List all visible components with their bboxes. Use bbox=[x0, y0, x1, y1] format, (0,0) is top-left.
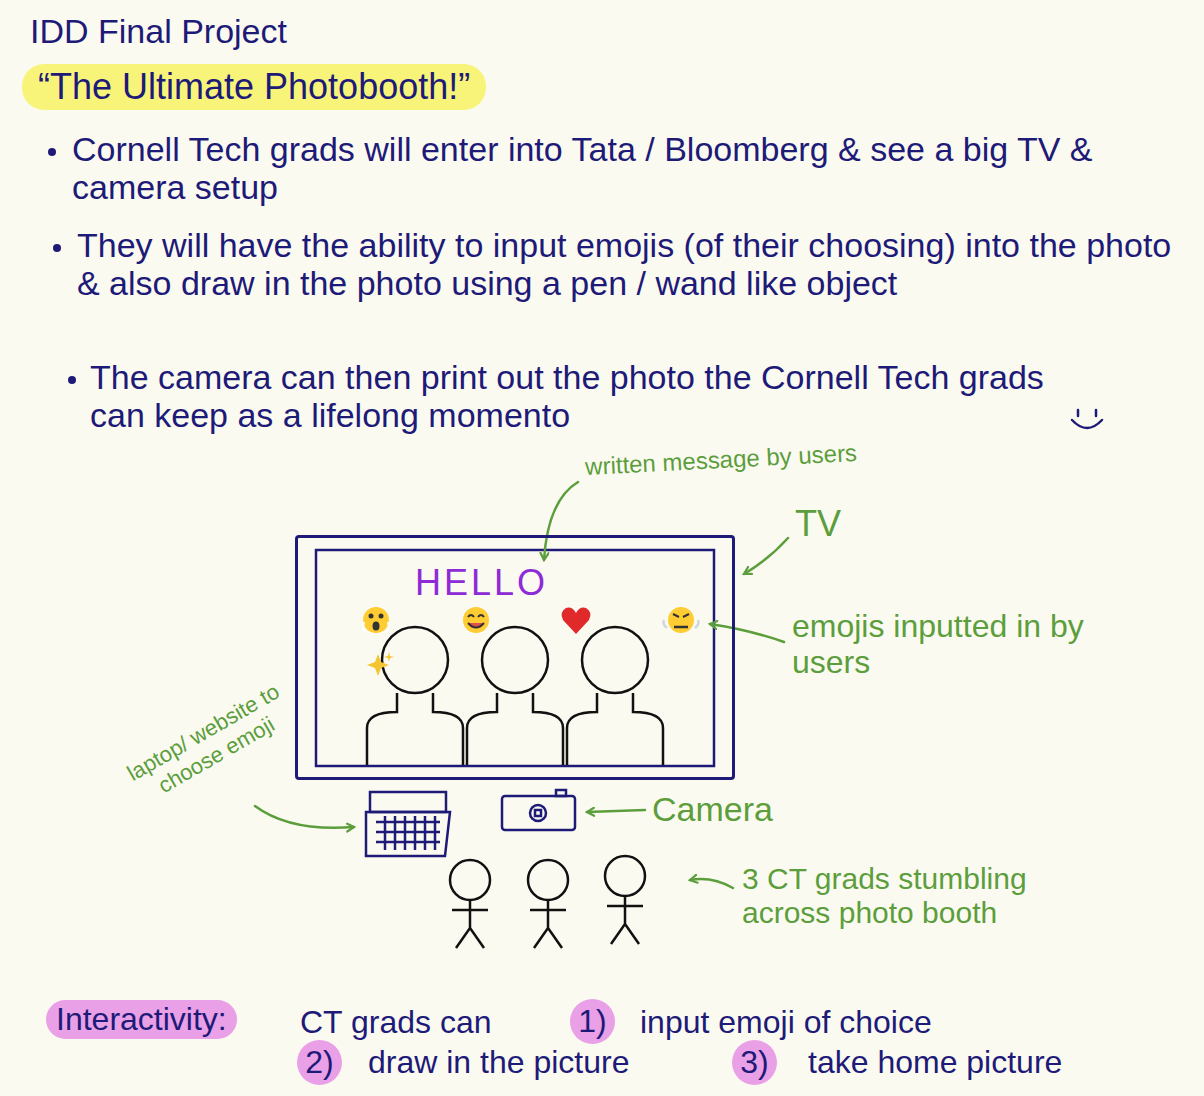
interactivity-text: CT grads can bbox=[300, 1004, 492, 1041]
number-circle: 2) bbox=[297, 1040, 342, 1085]
tv-frame: HELLO bbox=[295, 535, 735, 780]
bullet-text: The camera can then print out the photo … bbox=[90, 358, 1090, 434]
interactivity-text: input emoji of choice bbox=[640, 1004, 932, 1041]
annotation: laptop/ website to choose emoji bbox=[110, 671, 309, 816]
annotation: TV bbox=[795, 503, 841, 545]
laptop bbox=[366, 792, 450, 856]
node-text: HELLO bbox=[415, 562, 732, 604]
camera bbox=[502, 790, 575, 830]
smiley bbox=[1072, 410, 1102, 428]
interactivity-text: take home picture bbox=[808, 1044, 1062, 1081]
bullet-text: Cornell Tech grads will enter into Tata … bbox=[72, 130, 1172, 206]
annotation: written message by users bbox=[584, 439, 857, 481]
node-text: 3) bbox=[740, 1042, 768, 1083]
page-title: IDD Final Project bbox=[30, 12, 287, 51]
stick-figures bbox=[450, 856, 645, 948]
annotation: emojis inputted in by users bbox=[792, 608, 1122, 680]
number-circle: 3) bbox=[732, 1040, 777, 1085]
emojis bbox=[363, 607, 699, 676]
node-text: 1) bbox=[578, 1001, 606, 1042]
title-highlight: “The Ultimate Photobooth!” bbox=[22, 64, 486, 110]
node-text: Interactivity: bbox=[56, 1001, 227, 1038]
annotation: 3 CT grads stumbling across photo booth bbox=[742, 862, 1102, 930]
interactivity-text: draw in the picture bbox=[368, 1044, 629, 1081]
bullet-dots bbox=[48, 148, 76, 384]
node-text: “The Ultimate Photobooth!” bbox=[38, 66, 470, 108]
node-text: 2) bbox=[305, 1042, 333, 1083]
number-circle: 1) bbox=[570, 999, 615, 1044]
annotation: Camera bbox=[652, 790, 773, 829]
leader-arrows bbox=[255, 482, 788, 888]
bullet-text: They will have the ability to input emoj… bbox=[77, 226, 1187, 302]
people-in-photo bbox=[367, 627, 663, 765]
pink-highlight: Interactivity: bbox=[46, 1000, 237, 1039]
